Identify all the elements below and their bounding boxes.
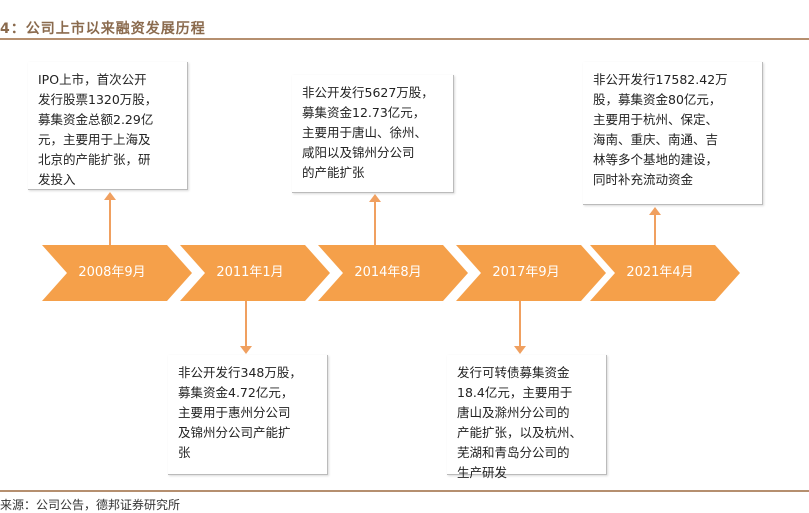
timeline-chevron-2014: 2014年8月 <box>318 245 468 301</box>
event-box-2017: 发行可转债募集资金 18.4亿元，主要用于 唐山及滁州分公司的 产能扩张，以及杭… <box>447 355 607 480</box>
timeline-date: 2008年9月 <box>78 265 146 280</box>
event-box-2008: IPO上市，首次公开 发行股票1320万股， 募集资金总额2.29亿 元，主要用… <box>28 62 188 190</box>
connector-arrow-up <box>654 213 656 245</box>
timeline-date: 2017年9月 <box>492 265 560 280</box>
arrowhead-up-icon <box>649 207 661 215</box>
arrowhead-down-icon <box>240 346 252 354</box>
footer-divider <box>0 490 809 492</box>
timeline-chevron-2021: 2021年4月 <box>590 245 740 301</box>
arrowhead-up-icon <box>104 192 116 200</box>
title-divider <box>0 38 809 40</box>
arrowhead-down-icon <box>514 346 526 354</box>
event-box-2011: 非公开发行348万股， 募集资金4.72亿元， 主要用于惠州分公司 及锦州分公司… <box>168 355 328 475</box>
timeline-chevron-2017: 2017年9月 <box>456 245 606 301</box>
event-box-2021: 非公开发行17582.42万 股，募集资金80亿元， 主要用于杭州、保定、 海南… <box>583 62 763 205</box>
timeline-chevron-2011: 2011年1月 <box>180 245 330 301</box>
source-note: 来源：公司公告，德邦证券研究所 <box>0 498 181 512</box>
timeline-chevron-2008: 2008年9月 <box>42 245 192 301</box>
timeline-date: 2021年4月 <box>626 265 694 280</box>
connector-arrow-up <box>374 200 376 245</box>
arrowhead-up-icon <box>369 194 381 202</box>
timeline-date: 2014年8月 <box>354 265 422 280</box>
event-box-2014: 非公开发行5627万股， 募集资金12.73亿元， 主要用于唐山、徐州、 咸阳以… <box>292 75 454 193</box>
timeline-date: 2011年1月 <box>216 265 284 280</box>
figure-title: 4：公司上市以来融资发展历程 <box>0 21 206 37</box>
connector-arrow-down <box>519 301 521 347</box>
connector-arrow-down <box>245 301 247 347</box>
connector-arrow-up <box>109 198 111 245</box>
